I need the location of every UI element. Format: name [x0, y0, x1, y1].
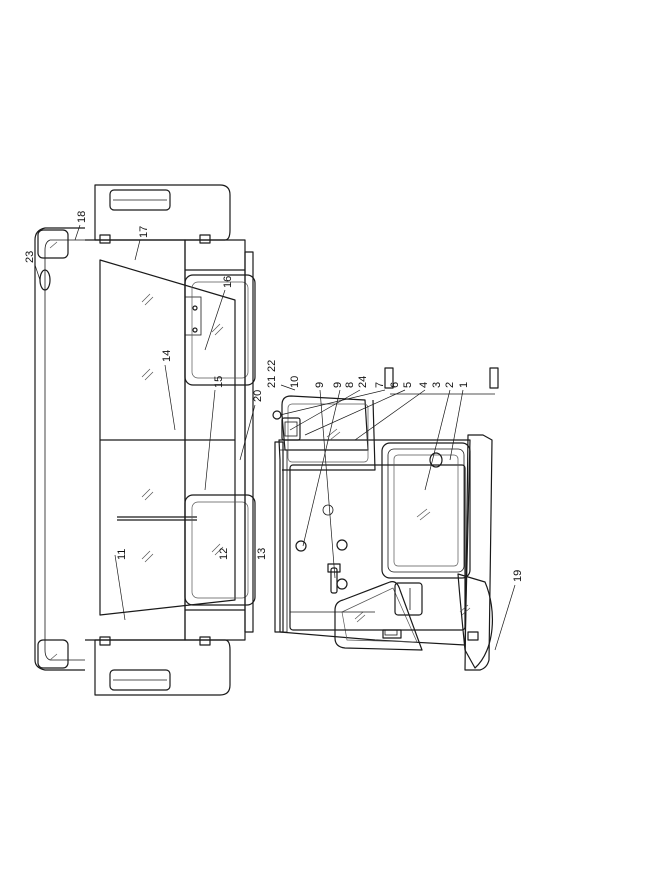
callout-3: 3	[431, 382, 443, 388]
rear-fender-part	[489, 367, 499, 389]
callout-17: 17	[138, 226, 150, 238]
leader-lines	[34, 224, 516, 651]
callout-2: 2	[444, 382, 456, 388]
callout-4: 4	[418, 382, 430, 388]
side-mirror	[394, 582, 423, 616]
callout-9b: 9	[314, 382, 326, 388]
cab-door	[289, 464, 466, 631]
callout-8: 8	[344, 382, 356, 388]
callout-20: 20	[252, 390, 264, 402]
rear-fender-part	[384, 367, 394, 389]
lower-left-window	[184, 494, 256, 606]
left-mirror	[94, 639, 231, 696]
callout-23: 23	[24, 251, 36, 263]
door-window	[381, 442, 471, 579]
callout-13: 13	[256, 548, 268, 560]
callout-5: 5	[402, 382, 414, 388]
door-hinges	[382, 629, 479, 641]
callout-16: 16	[222, 276, 234, 288]
callout-15: 15	[213, 376, 225, 388]
callout-24: 24	[357, 376, 369, 388]
callout-21: 21	[266, 376, 278, 388]
callout-11: 11	[116, 549, 128, 560]
door-knob	[336, 539, 348, 551]
upper-corner-window	[37, 229, 69, 259]
upper-corner-window	[37, 639, 69, 669]
cab-side-view	[272, 367, 499, 671]
callout-labels: 1 2 3 4 5 6 7 24 8 9 9 10 19 11 12 13 14…	[24, 211, 524, 582]
lower-right-window	[184, 274, 256, 386]
callout-18: 18	[76, 211, 88, 223]
door-knob	[295, 540, 307, 552]
windscreen	[99, 259, 236, 616]
lock-cylinder	[322, 504, 334, 516]
cab-front-view	[34, 184, 256, 696]
callout-1: 1	[458, 382, 470, 388]
right-mirror	[94, 184, 231, 241]
callout-14: 14	[161, 350, 173, 362]
callout-12: 12	[218, 548, 230, 560]
rear-switch	[272, 410, 301, 441]
rear-side-window	[281, 395, 376, 471]
door-knob	[336, 578, 348, 590]
callout-22: 22	[266, 360, 278, 372]
callout-10: 10	[289, 376, 301, 388]
callout-9a: 9	[332, 382, 344, 388]
callout-19: 19	[512, 570, 524, 582]
callout-7: 7	[374, 382, 386, 388]
callout-6: 6	[389, 382, 401, 388]
